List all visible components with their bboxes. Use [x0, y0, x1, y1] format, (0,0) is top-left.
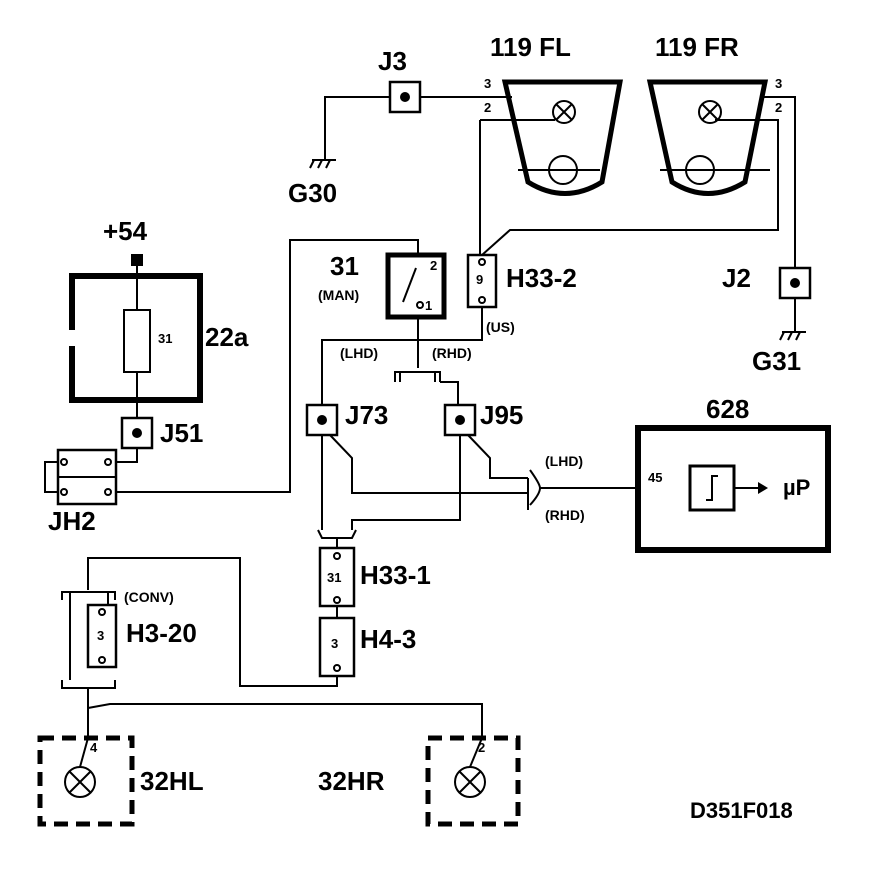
lhd-right-label: (LHD) — [545, 453, 583, 469]
switch-pin2: 2 — [430, 258, 437, 273]
h3-20-label: H3-20 — [126, 618, 197, 648]
plus54-label: +54 — [103, 216, 148, 246]
ecu-pin: 45 — [648, 470, 662, 485]
us-label: (US) — [486, 319, 515, 335]
j95-label: J95 — [480, 400, 523, 430]
conv-label: (CONV) — [124, 589, 174, 605]
fr-label: 119 FR — [655, 32, 739, 62]
hr-pin: 2 — [478, 740, 485, 755]
lamp-32hl-housing — [37, 735, 135, 827]
h3-20-pin: 3 — [97, 628, 104, 643]
fl-pin2: 2 — [484, 100, 491, 115]
j73-label: J73 — [345, 400, 388, 430]
headlamp-fl: µP — [501, 79, 623, 196]
j51-node — [132, 428, 142, 438]
ecu-out-label: µP — [783, 475, 810, 500]
fl-label: 119 FL — [490, 32, 571, 62]
lamp-32hr-housing — [425, 735, 521, 827]
j95-node — [455, 415, 465, 425]
j3-node — [400, 92, 410, 102]
j3-label: J3 — [378, 46, 407, 76]
j2-label: J2 — [722, 263, 751, 293]
h33-1-pin: 31 — [327, 570, 341, 585]
fuse-value: 31 — [158, 331, 172, 346]
drawing-code: D351F018 — [690, 798, 793, 823]
man-label: (MAN) — [318, 287, 359, 303]
j51-label: J51 — [160, 418, 203, 448]
hl-label: 32HL — [140, 766, 204, 796]
jh2-label: JH2 — [48, 506, 96, 536]
h33-1-label: H33-1 — [360, 560, 431, 590]
rhd-top-label: (RHD) — [432, 345, 472, 361]
fuse — [123, 309, 151, 373]
switch-number: 31 — [330, 251, 359, 281]
lhd-top-label: (LHD) — [340, 345, 378, 361]
switch-31 — [385, 252, 447, 320]
h33-2-label: H33-2 — [506, 263, 577, 293]
fuse-box-label: 22a — [205, 322, 249, 352]
hl-pin: 4 — [90, 740, 98, 755]
h4-3-connector — [318, 616, 356, 678]
plus54-terminal — [131, 254, 143, 266]
headlamp-fr — [646, 79, 770, 196]
h4-3-label: H4-3 — [360, 624, 416, 654]
j2-node — [790, 278, 800, 288]
fl-pin3: 3 — [484, 76, 491, 91]
h33-2-pin: 9 — [476, 272, 483, 287]
h4-3-pin: 3 — [331, 636, 338, 651]
fr-pin3: 3 — [775, 76, 782, 91]
rhd-right-label: (RHD) — [545, 507, 585, 523]
hr-label: 32HR — [318, 766, 385, 796]
g30-label: G30 — [288, 178, 337, 208]
g31-label: G31 — [752, 346, 801, 376]
ecu-number: 628 — [706, 394, 749, 424]
switch-pin1: 1 — [425, 298, 432, 313]
fr-pin2: 2 — [775, 100, 782, 115]
j73-node — [317, 415, 327, 425]
